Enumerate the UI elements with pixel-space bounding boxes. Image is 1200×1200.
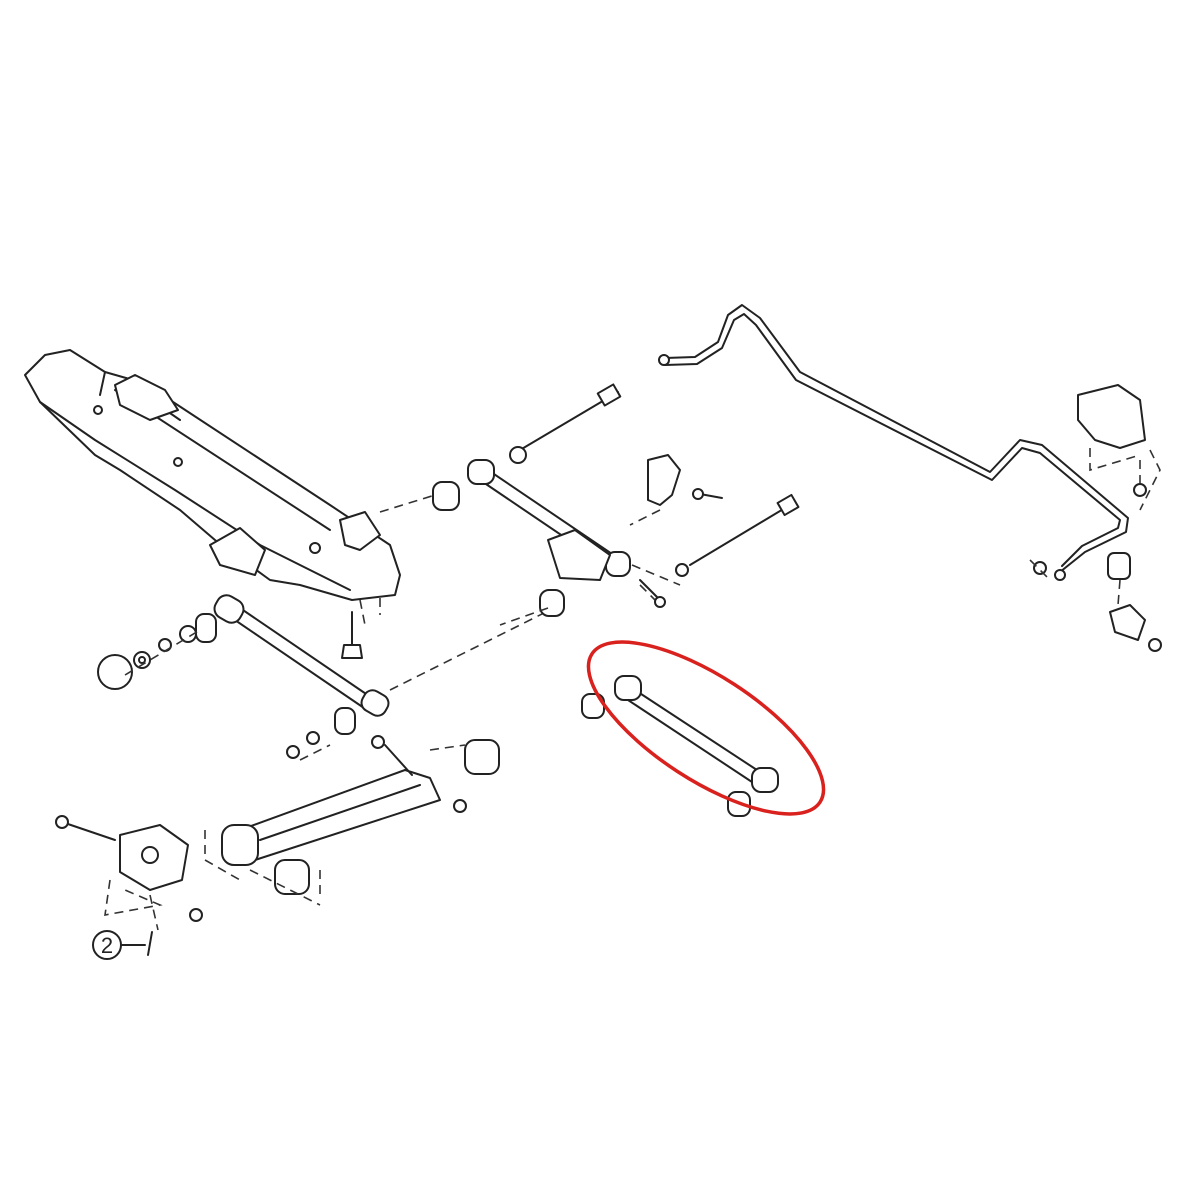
rear-crossmember (24, 349, 401, 601)
callout-2-circle (92, 930, 122, 960)
stabilizer-bar (658, 304, 1162, 652)
crossmember-bolt (341, 598, 381, 659)
lower-lateral-link (213, 594, 561, 717)
callout-2-label: 2 (101, 933, 113, 958)
highlighted-lateral-link (581, 640, 826, 817)
upper-control-arm (379, 459, 681, 626)
long-bolts (509, 383, 800, 577)
trailing-arm (204, 735, 500, 906)
bushing-set-left (97, 613, 356, 761)
highlight-circle (586, 640, 826, 816)
knuckle-bracket (629, 454, 723, 608)
trailing-arm-bracket: 2 (55, 815, 203, 960)
